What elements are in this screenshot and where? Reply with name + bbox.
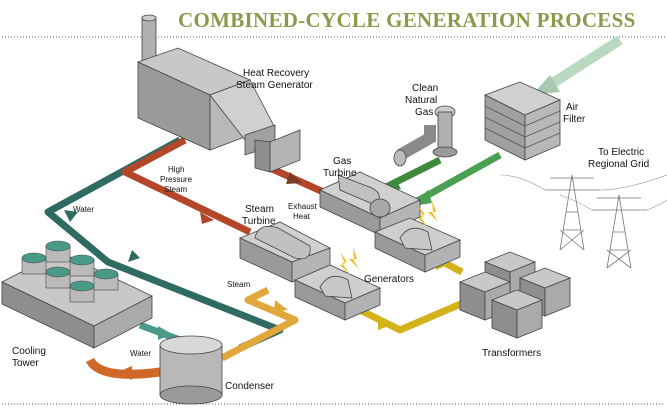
page-title: COMBINED-CYCLE GENERATION PROCESS	[178, 8, 636, 32]
air-filter	[483, 81, 561, 161]
cooling-fan	[45, 266, 71, 289]
label-ct-1: Cooling	[12, 346, 46, 357]
label-gt-1: Gas	[333, 156, 351, 167]
label-hps-2: Pressure	[160, 175, 193, 184]
natural-gas-pipe	[393, 105, 458, 167]
spark-icon	[418, 205, 428, 228]
cooling-fan	[21, 252, 47, 275]
spark-icon	[428, 200, 438, 222]
steam-turbine-generator	[294, 247, 381, 321]
gas-turbine	[319, 171, 421, 236]
cooling-fan	[69, 280, 95, 303]
transmission-tower	[545, 174, 600, 251]
spark-icon	[349, 247, 359, 269]
exhaust-stack	[141, 14, 157, 64]
water-arrow-1	[64, 210, 78, 222]
label-hrsg-2: Steam Generator	[236, 80, 313, 91]
high-pressure-steam-line	[121, 136, 252, 236]
label-steam: Steam	[227, 280, 250, 289]
spark-icon	[340, 252, 350, 275]
label-hps-3: Steam	[164, 185, 187, 194]
cooling-tower	[1, 240, 153, 349]
label-gas-1: Clean	[412, 83, 438, 94]
cooling-fan	[69, 254, 95, 277]
electric-arrow-1	[378, 318, 392, 330]
label-generators: Generators	[364, 274, 414, 285]
heat-recovery-steam-generator	[136, 47, 301, 173]
label-air-1: Air	[566, 102, 579, 113]
label-exhaust-2: Heat	[293, 212, 311, 221]
label-ct-2: Tower	[12, 358, 39, 369]
air-inflow-arrow	[532, 75, 560, 95]
return-water-arrow	[118, 366, 132, 380]
cooling-fan	[45, 240, 71, 263]
power-lines	[499, 174, 667, 211]
water-arrow-2	[128, 250, 140, 262]
steam-line	[220, 286, 299, 362]
return-water-line	[85, 357, 161, 379]
label-water-bottom: Water	[130, 349, 151, 358]
air-inflow-line	[542, 35, 623, 93]
label-hps-1: High	[168, 165, 184, 174]
steam-turbine	[238, 221, 331, 283]
label-transformers: Transformers	[482, 348, 541, 359]
label-air-2: Filter	[563, 114, 586, 125]
hp-steam-arrow	[200, 212, 214, 224]
label-hrsg-1: Heat Recovery	[243, 68, 309, 79]
condenser	[159, 335, 223, 405]
cooling-water-arrow	[158, 326, 172, 340]
label-water-top: Water	[73, 205, 94, 214]
label-st-1: Steam	[245, 204, 274, 215]
gas-turbine-generator	[373, 200, 462, 273]
label-grid-1: To Electric	[598, 147, 644, 158]
steam-arrow	[274, 300, 288, 312]
label-st-2: Turbine	[242, 216, 276, 227]
label-condenser: Condenser	[225, 381, 275, 392]
cooling-fan	[93, 268, 119, 291]
transformers	[458, 251, 572, 339]
label-grid-2: Regional Grid	[588, 159, 649, 170]
label-exhaust-1: Exhaust	[288, 202, 318, 211]
exhaust-arrow	[286, 172, 302, 184]
label-gas-3: Gas	[415, 107, 433, 118]
label-gas-2: Natural	[405, 95, 437, 106]
transmission-tower	[592, 194, 647, 269]
electric-line	[348, 296, 472, 334]
label-gt-2: Turbine	[323, 168, 357, 179]
